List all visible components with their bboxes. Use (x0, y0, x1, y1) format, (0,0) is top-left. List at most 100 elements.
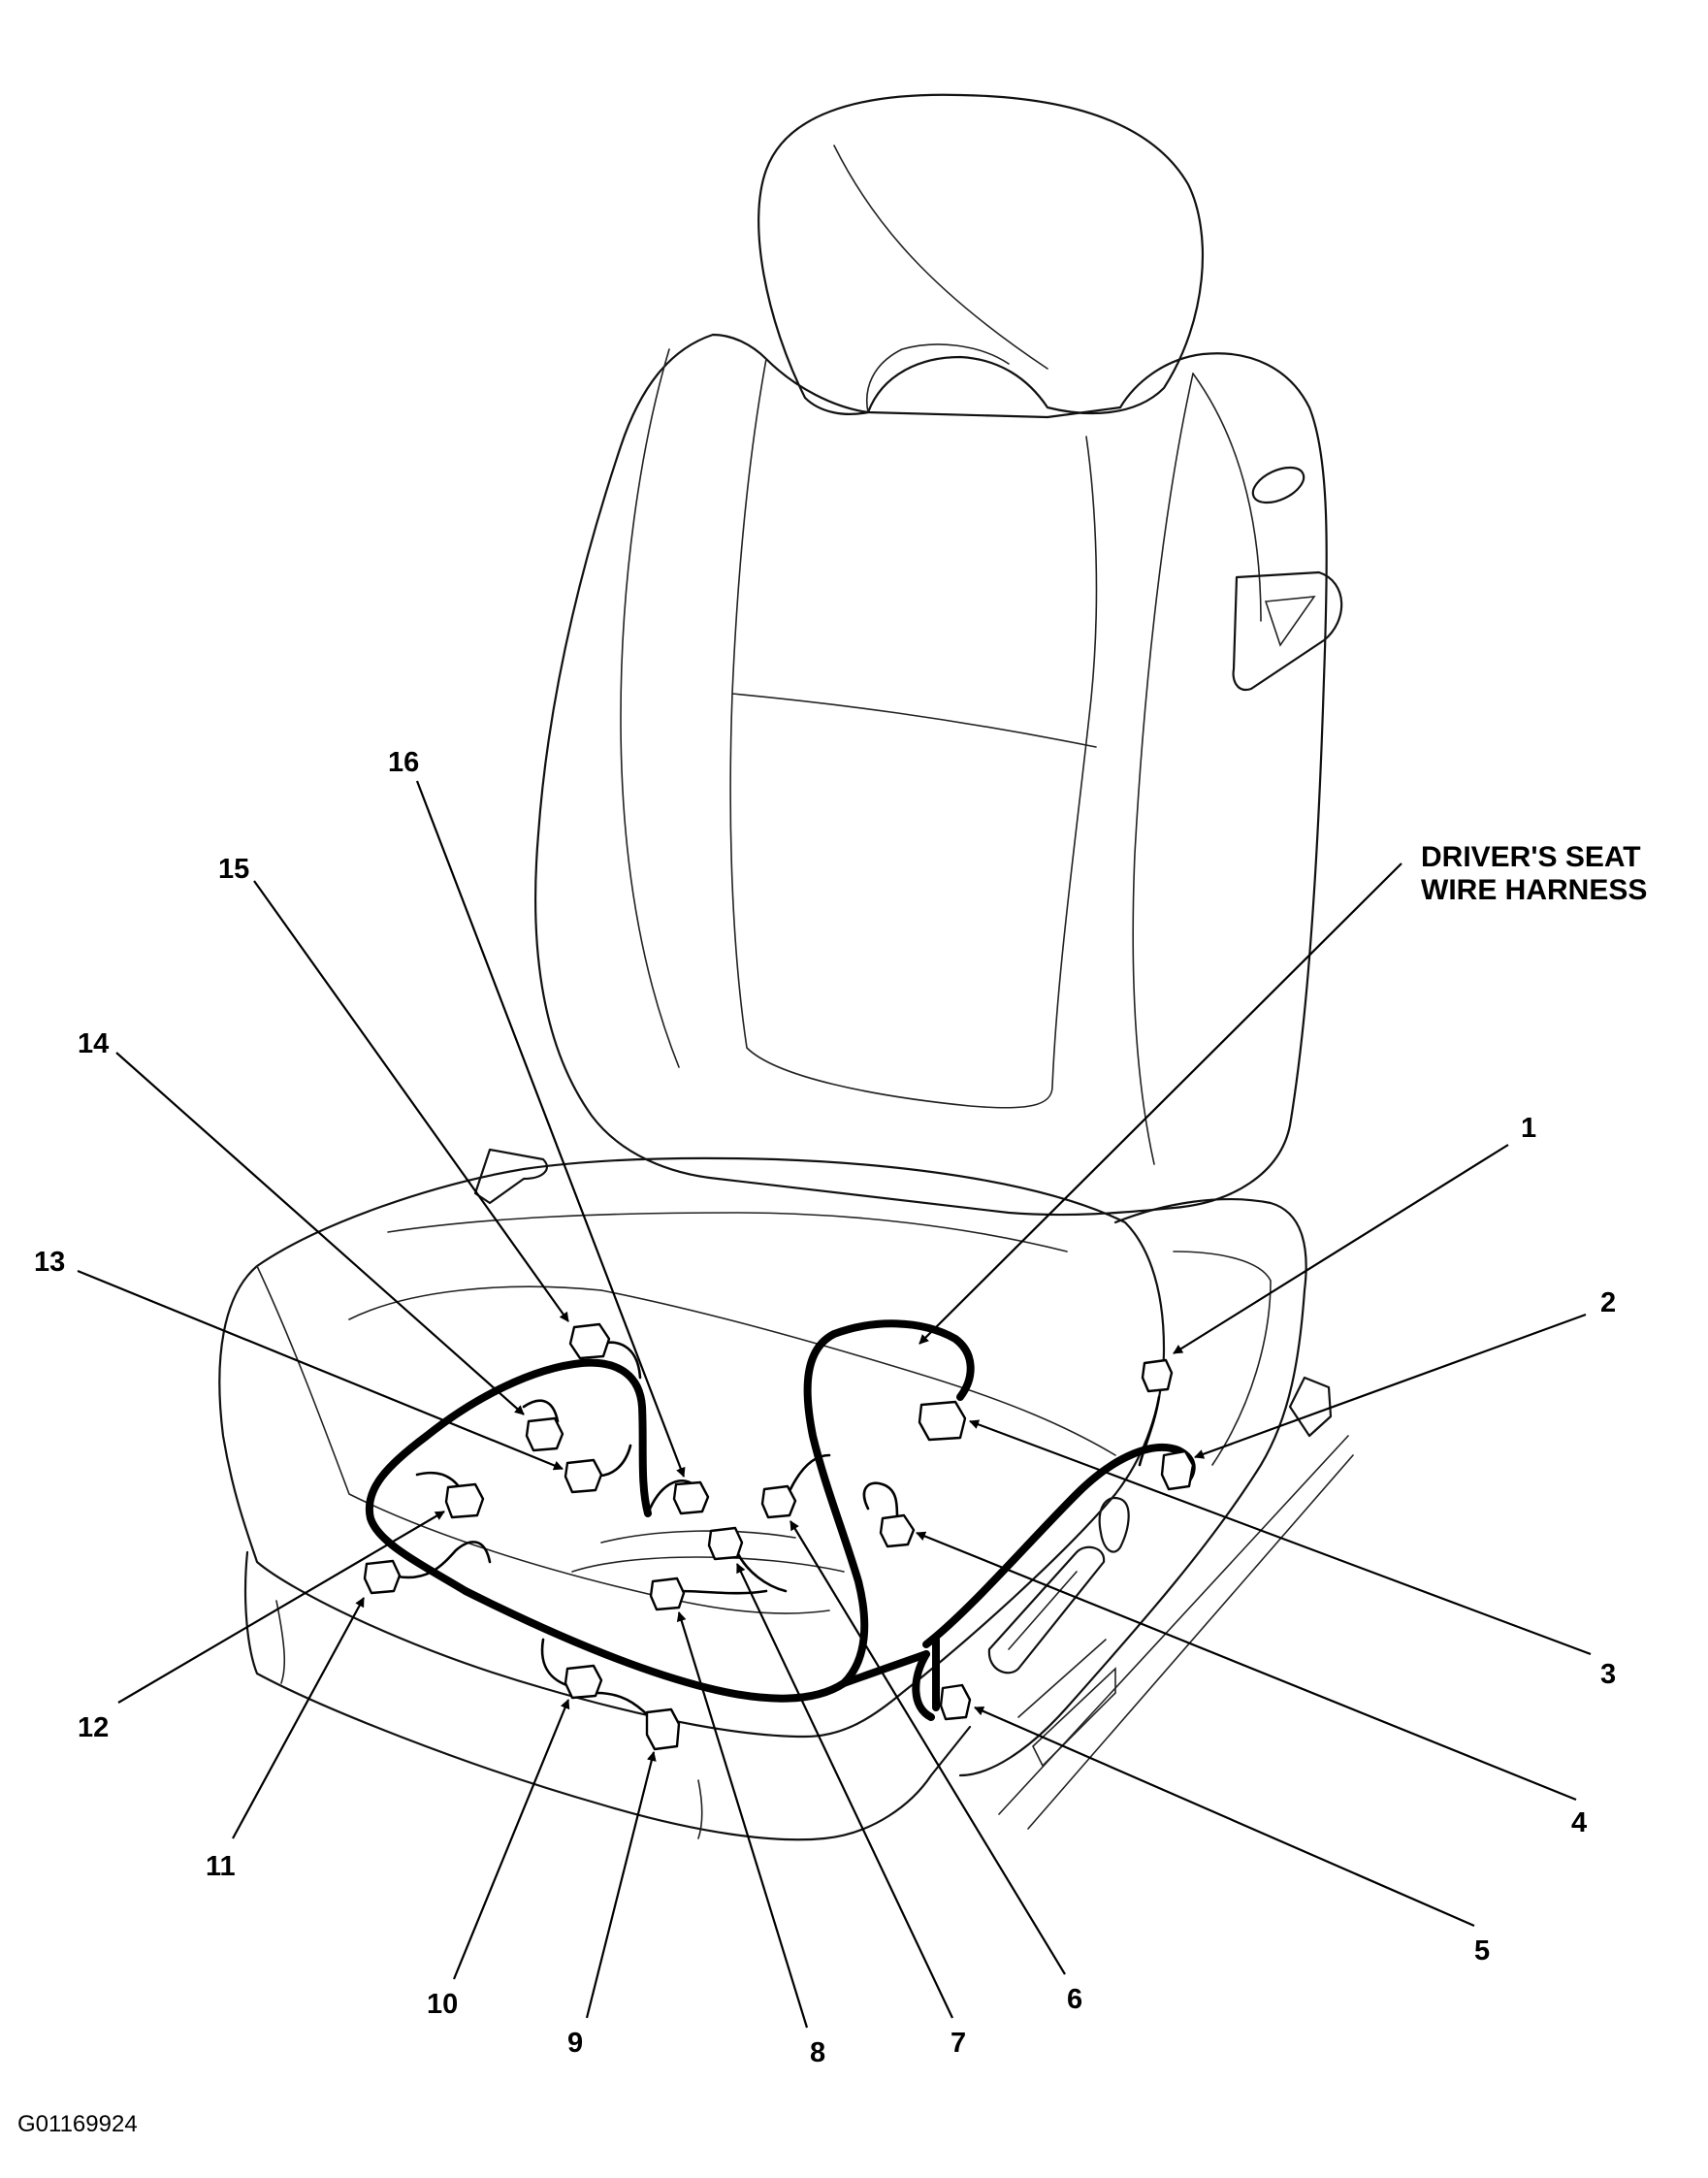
connector-7 (707, 1526, 744, 1561)
seat-cushion-outline (218, 1156, 1166, 1739)
branch-7 (735, 1550, 788, 1593)
callout-11: 11 (206, 1851, 236, 1882)
power-seat-switch-inner (1008, 1571, 1078, 1650)
leader-7 (736, 1563, 953, 2019)
leader-15 (253, 880, 569, 1322)
callout-3: 3 (1600, 1659, 1616, 1690)
headrest-crease (833, 145, 1048, 370)
connector-10 (564, 1664, 603, 1700)
callout-4: 4 (1571, 1807, 1587, 1838)
callout-5: 5 (1474, 1935, 1490, 1967)
seat-rail-front (1017, 1639, 1107, 1718)
callout-2: 2 (1600, 1287, 1616, 1318)
headrest-inner-curve (866, 343, 1010, 413)
cushion-center-seam (600, 1289, 1116, 1456)
branch-8 (677, 1589, 768, 1595)
connector-13 (564, 1458, 603, 1494)
cushion-side-panel (243, 1550, 972, 1841)
connector-14 (525, 1416, 564, 1452)
seatback-shoulder-seam (1192, 373, 1262, 622)
belt-guide-loop (1232, 570, 1343, 692)
seatback-center-panel (729, 358, 1098, 1109)
branch-6 (789, 1453, 831, 1491)
seatback-outline (534, 333, 1328, 1217)
callout-15: 15 (218, 854, 249, 885)
cushion-inner-curve (571, 1556, 845, 1573)
leader-4 (916, 1531, 1577, 1802)
seatback-panel-seam-upper (731, 693, 1097, 748)
branch-1 (1138, 1395, 1161, 1467)
callout-8: 8 (810, 2037, 825, 2068)
leader-8 (676, 1611, 809, 2029)
seatback-right-bolster (1132, 373, 1194, 1165)
power-seat-switch (987, 1545, 1106, 1674)
callout-7: 7 (951, 2028, 966, 2059)
leader-10 (452, 1699, 570, 1980)
connector-9 (645, 1707, 681, 1751)
callout-16: 16 (388, 747, 419, 778)
harness-right-run (840, 1650, 930, 1687)
leader-2 (1194, 1313, 1587, 1459)
connector-8 (649, 1577, 686, 1611)
seat-rail-foot (1032, 1667, 1116, 1768)
connectors (363, 1322, 1195, 1751)
leader-6 (790, 1520, 1066, 1975)
harness-label-line1: DRIVER'S SEAT (1421, 841, 1641, 873)
wire-harness (365, 1319, 1196, 1721)
connector-6 (760, 1484, 797, 1519)
branch-11 (396, 1541, 492, 1579)
figure-id: G01169924 (17, 2111, 138, 2137)
leader-16 (415, 780, 686, 1478)
connector-15 (568, 1322, 611, 1360)
connector-1 (1141, 1358, 1174, 1393)
cushion-side-seam-2 (697, 1779, 703, 1839)
seat-side-frame-inner (1173, 1251, 1272, 1466)
connector-3 (918, 1400, 967, 1442)
connector-5 (939, 1683, 972, 1721)
leader-12 (117, 1511, 445, 1704)
callout-6: 6 (1067, 1984, 1082, 2015)
leader-9 (585, 1751, 657, 2019)
cushion-side-seam (275, 1600, 286, 1684)
connector-4 (879, 1513, 916, 1548)
connector-12 (444, 1482, 485, 1519)
leader-11 (232, 1597, 365, 1839)
belt-guide-hole (1251, 466, 1305, 504)
recline-switch (1098, 1496, 1130, 1553)
seat-rail-bracket (1288, 1376, 1333, 1438)
leader-harness (918, 862, 1402, 1345)
connector-2 (1160, 1449, 1195, 1491)
cushion-inner-line (600, 1530, 796, 1544)
seat-rail-lower (1027, 1454, 1354, 1830)
leader-1 (1173, 1144, 1509, 1354)
seat-side-frame (958, 1198, 1307, 1777)
cushion-rear-seam (387, 1212, 1068, 1252)
seatback-left-bolster (620, 348, 680, 1068)
callout-12: 12 (78, 1712, 109, 1743)
harness-left-loop (365, 1358, 652, 1595)
callout-9: 9 (567, 2028, 583, 2059)
connector-11 (363, 1559, 402, 1595)
harness-main-trunk (462, 1319, 975, 1703)
callout-10: 10 (427, 1989, 458, 2020)
callout-13: 13 (34, 1247, 65, 1278)
callout-14: 14 (78, 1028, 109, 1059)
headrest (757, 93, 1205, 415)
leader-5 (974, 1706, 1475, 1928)
leader-3 (969, 1419, 1592, 1656)
connector-16 (672, 1480, 710, 1515)
branch-14 (522, 1399, 560, 1423)
labels: DRIVER'S SEAT WIRE HARNESS 1 2 3 4 5 6 7… (17, 747, 1647, 2137)
leader-14 (115, 1052, 525, 1415)
branch-4 (862, 1481, 899, 1520)
leader-13 (77, 1269, 564, 1471)
harness-label-line2: WIRE HARNESS (1421, 874, 1647, 906)
belt-guide-slot (1264, 596, 1316, 647)
seat-drawing (218, 93, 1354, 1841)
harness-branches (396, 1341, 1192, 1719)
cushion-left-bolster-seam (348, 1285, 602, 1320)
recline-lever (473, 1148, 548, 1205)
leader-lines (77, 780, 1592, 2029)
callout-1: 1 (1521, 1113, 1536, 1144)
